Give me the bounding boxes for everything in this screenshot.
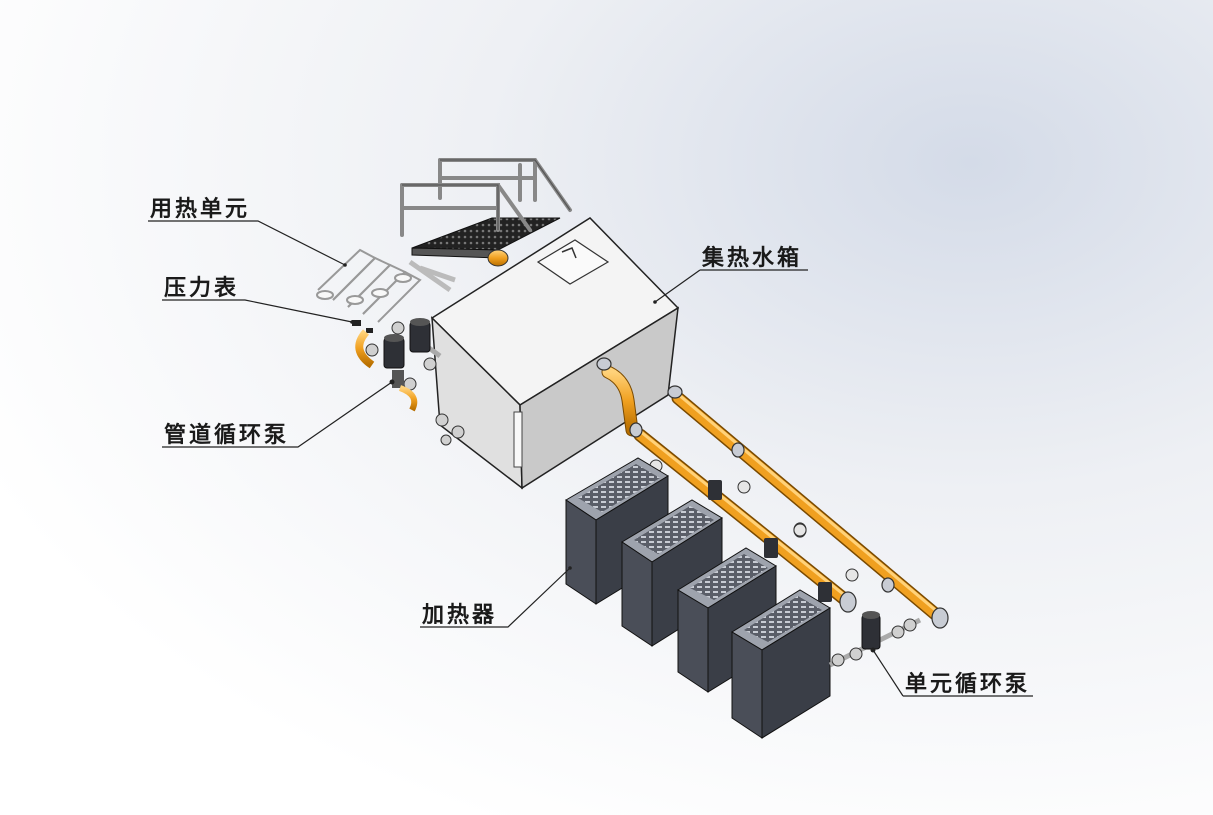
heat-use-unit: [316, 248, 456, 323]
heater-4: [731, 589, 831, 739]
label-heater: 加热器: [421, 602, 497, 628]
tank-manhole: [536, 239, 610, 285]
label-unit-pump: 单元循环泵: [905, 671, 1030, 697]
collector-tank: [430, 217, 680, 490]
label-heat-use-unit: 用热单元: [150, 196, 250, 222]
heaters: [565, 457, 831, 739]
leader-lines: [148, 220, 1033, 697]
level-gauge: [513, 411, 523, 468]
label-pipeline-pump: 管道循环泵: [164, 422, 289, 448]
heater-2: [621, 499, 723, 647]
label-pressure-gauge: 压力表: [164, 275, 239, 301]
label-collector-tank: 集热水箱: [701, 245, 802, 271]
pipeline-pumps: [355, 318, 465, 446]
pump-motor-2: [409, 321, 431, 353]
platform-stairs: [400, 158, 572, 267]
pressure-gauge: [352, 320, 373, 333]
leader-dots: [343, 263, 876, 653]
pump-motor-1: [383, 337, 405, 369]
